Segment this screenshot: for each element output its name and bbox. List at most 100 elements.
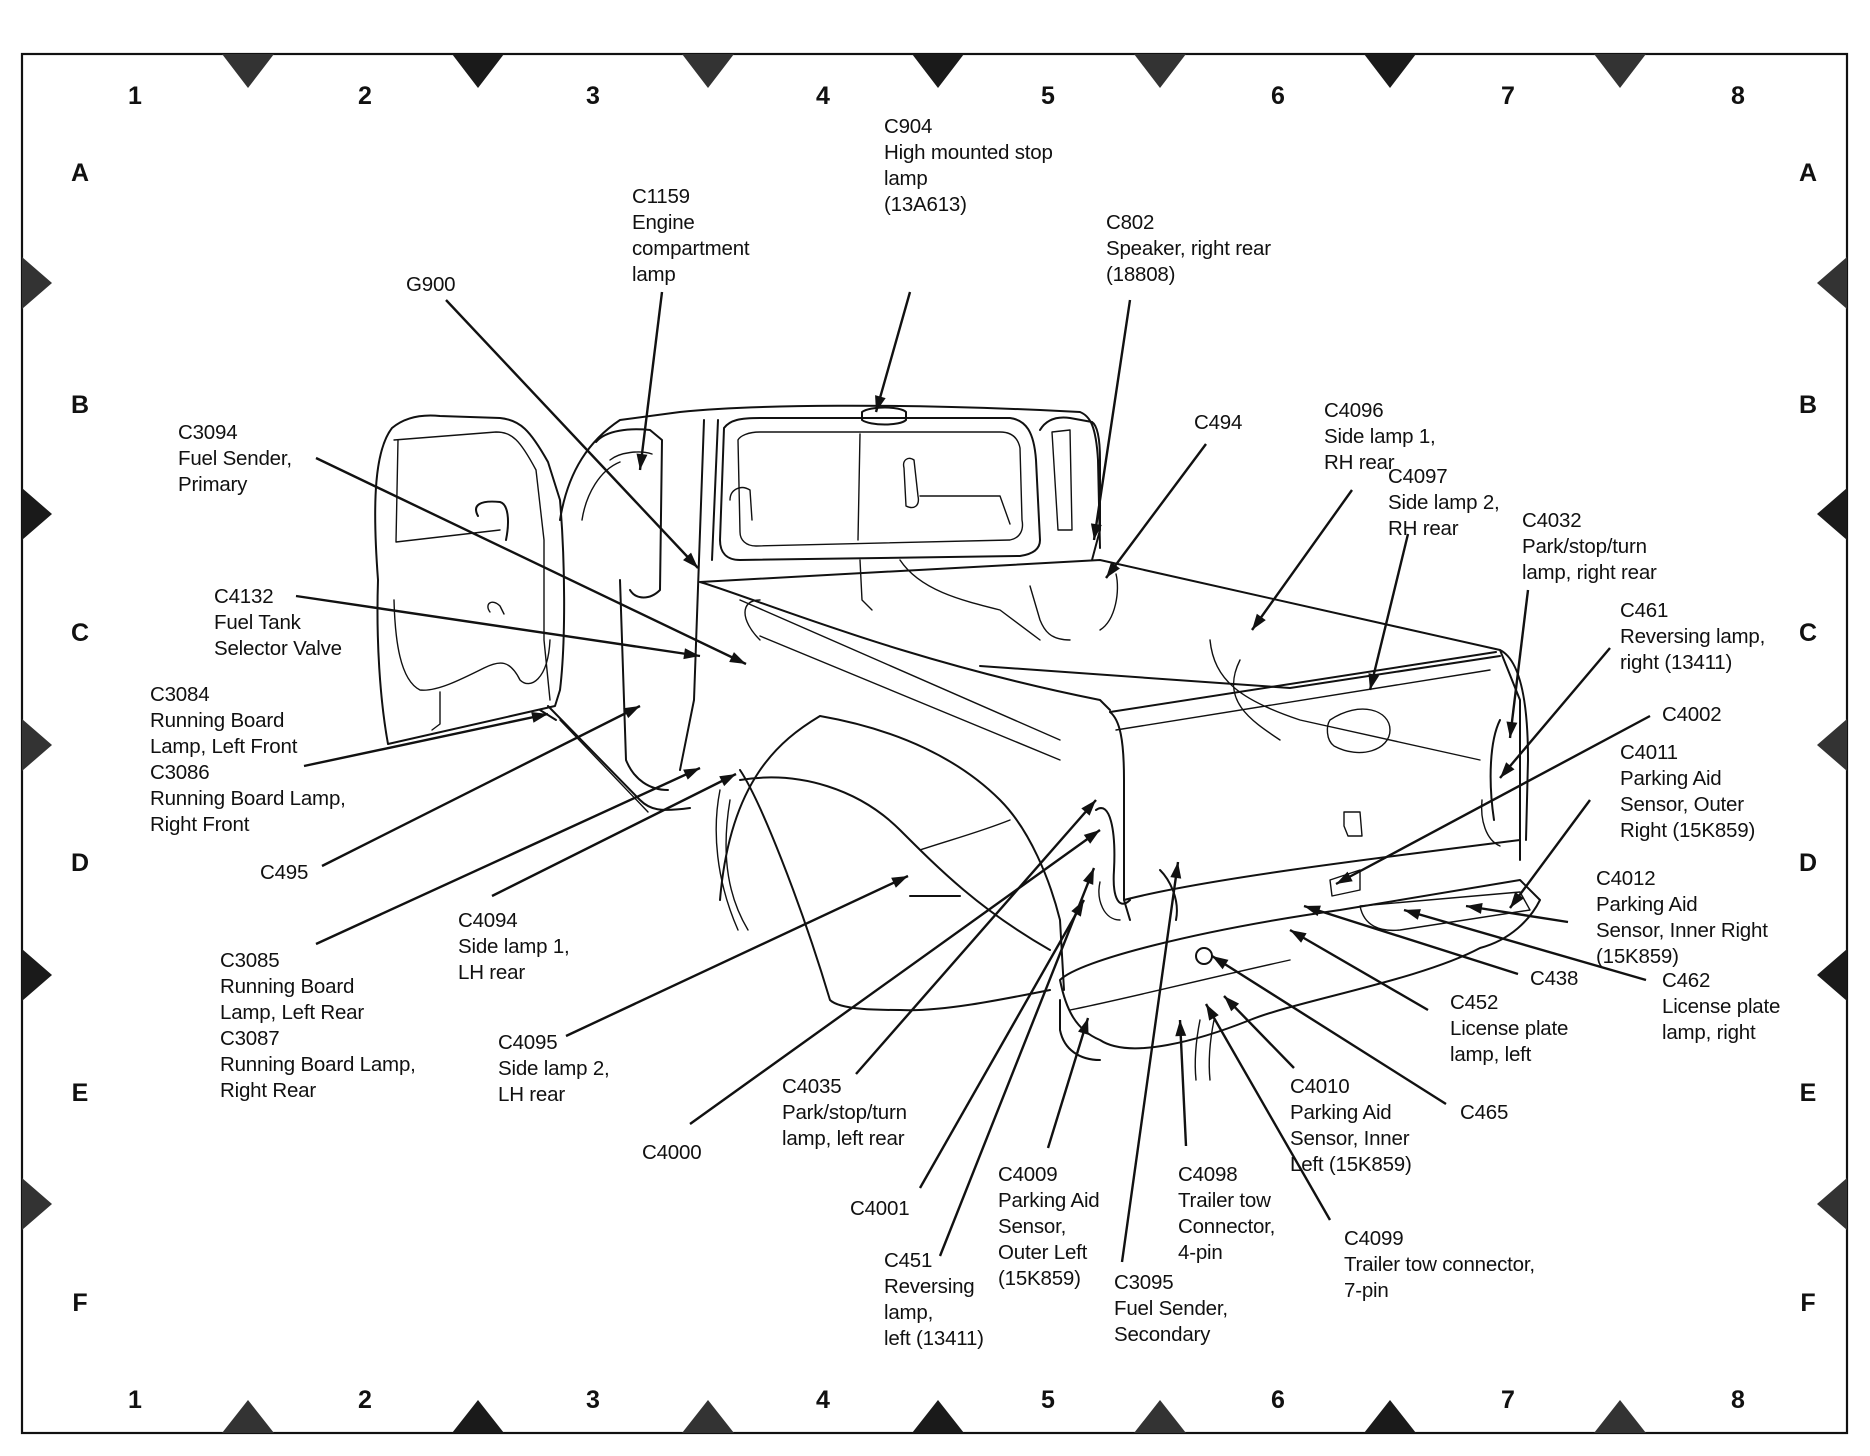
grid-marker-left [22, 257, 52, 309]
connector-description: Running Board Lamp, [150, 787, 346, 810]
arrowhead-icon [1510, 891, 1524, 908]
arrowhead-icon [1500, 762, 1515, 778]
connector-code: C4094 [458, 909, 518, 932]
connector-description: Engine [632, 211, 695, 234]
connector-description: Running Board Lamp, [220, 1053, 416, 1076]
leader-line-c4132 [295, 594, 701, 658]
connector-description: (15K859) [1596, 945, 1679, 968]
connector-description: Selector Valve [214, 637, 342, 660]
leader-line-c495 [321, 704, 641, 868]
leader-line-c4012 [1465, 904, 1569, 924]
connector-description: License plate [1662, 995, 1781, 1018]
connector-code: C4132 [214, 585, 274, 608]
callout-c438: C438 [1530, 966, 1578, 992]
arrowhead-icon [1506, 721, 1518, 738]
leader-line-c4009 [1046, 1017, 1090, 1149]
arrowhead-icon [1466, 903, 1483, 914]
grid-marker-top [682, 54, 734, 88]
connector-code: C3084 [150, 683, 210, 706]
arrowhead-icon [1175, 1020, 1187, 1037]
grid-column-label-bottom: 6 [1271, 1386, 1285, 1414]
leader-line-c4011 [1509, 799, 1591, 909]
leader-line-g900 [445, 299, 699, 569]
connector-description: Right Front [150, 813, 250, 836]
grid-column-label-top: 7 [1501, 82, 1515, 110]
connector-description: left (13411) [884, 1327, 984, 1350]
grid-row-label-left: F [72, 1289, 87, 1317]
callout-c495: C495 [260, 860, 308, 886]
connector-description: Trailer tow connector, [1344, 1253, 1535, 1276]
grid-marker-top [1134, 54, 1186, 88]
arrowhead-icon [1090, 523, 1102, 540]
connector-description: High mounted stop [884, 141, 1053, 164]
connector-description: Park/stop/turn [782, 1101, 907, 1124]
connector-description: Speaker, right rear [1106, 237, 1271, 260]
grid-marker-top [912, 54, 964, 88]
trailer-tow-connector-7pin [1195, 947, 1213, 965]
connector-code: C461 [1620, 599, 1669, 622]
arrowhead-icon [1106, 561, 1120, 578]
callout-c465: C465 [1460, 1100, 1508, 1126]
connector-code: C4035 [782, 1075, 842, 1098]
callout-c494: C494 [1194, 410, 1242, 436]
tailgate-handle [1326, 708, 1391, 754]
harness-and-lamps [739, 559, 1501, 951]
connector-description: RH rear [1388, 517, 1459, 540]
grid-column-label-top: 3 [586, 82, 600, 110]
grid-column-label-top: 1 [128, 82, 142, 110]
high-mounted-stop-lamp [861, 406, 907, 426]
connector-code: C451 [884, 1249, 933, 1272]
grid-column-label-bottom: 5 [1041, 1386, 1055, 1414]
arrowhead-icon [1083, 830, 1100, 844]
leader-line-c462 [1403, 908, 1647, 982]
connector-code: C495 [260, 861, 309, 884]
grid-row-label-left: C [71, 619, 89, 647]
connector-description: Sensor, Inner [1290, 1127, 1410, 1150]
connector-code: C4000 [642, 1141, 702, 1164]
grid-marker-bottom [682, 1400, 734, 1433]
connector-description: (15K859) [998, 1267, 1081, 1290]
arrowhead-icon [683, 768, 700, 780]
grid-row-label-right: D [1799, 849, 1817, 877]
arrowhead-icon [623, 706, 640, 719]
connector-description: Reversing lamp, [1620, 625, 1766, 648]
connector-code: G900 [406, 273, 456, 296]
grid-marker-right [1817, 949, 1847, 1001]
arrowhead-icon [1404, 909, 1421, 920]
connector-description: Side lamp 1, [458, 935, 570, 958]
connector-description: Sensor, Outer [1620, 793, 1744, 816]
leader-line-c461 [1499, 647, 1611, 779]
connector-description: Connector, [1178, 1215, 1276, 1238]
connector-description: Side lamp 2, [498, 1057, 610, 1080]
arrowhead-icon [1368, 673, 1380, 690]
grid-marker-top [1594, 54, 1646, 88]
connector-description: lamp, [884, 1301, 934, 1324]
connector-description: Right Rear [220, 1079, 316, 1102]
connector-code: C3087 [220, 1027, 280, 1050]
grid-marker-bottom [1134, 1400, 1186, 1433]
connector-description: lamp, left rear [782, 1127, 905, 1150]
grid-row-label-right: F [1800, 1289, 1815, 1317]
connector-description: right (13411) [1620, 651, 1733, 674]
grid-column-label-top: 5 [1041, 82, 1055, 110]
leader-line-c802 [1092, 299, 1132, 541]
grid-marker-bottom [912, 1400, 964, 1433]
grid-marker-bottom [1364, 1400, 1416, 1433]
connector-code: C904 [884, 115, 933, 138]
connector-code: C452 [1450, 991, 1499, 1014]
grid-marker-bottom [1594, 1400, 1646, 1433]
connector-description: Fuel Sender, [1114, 1297, 1228, 1320]
